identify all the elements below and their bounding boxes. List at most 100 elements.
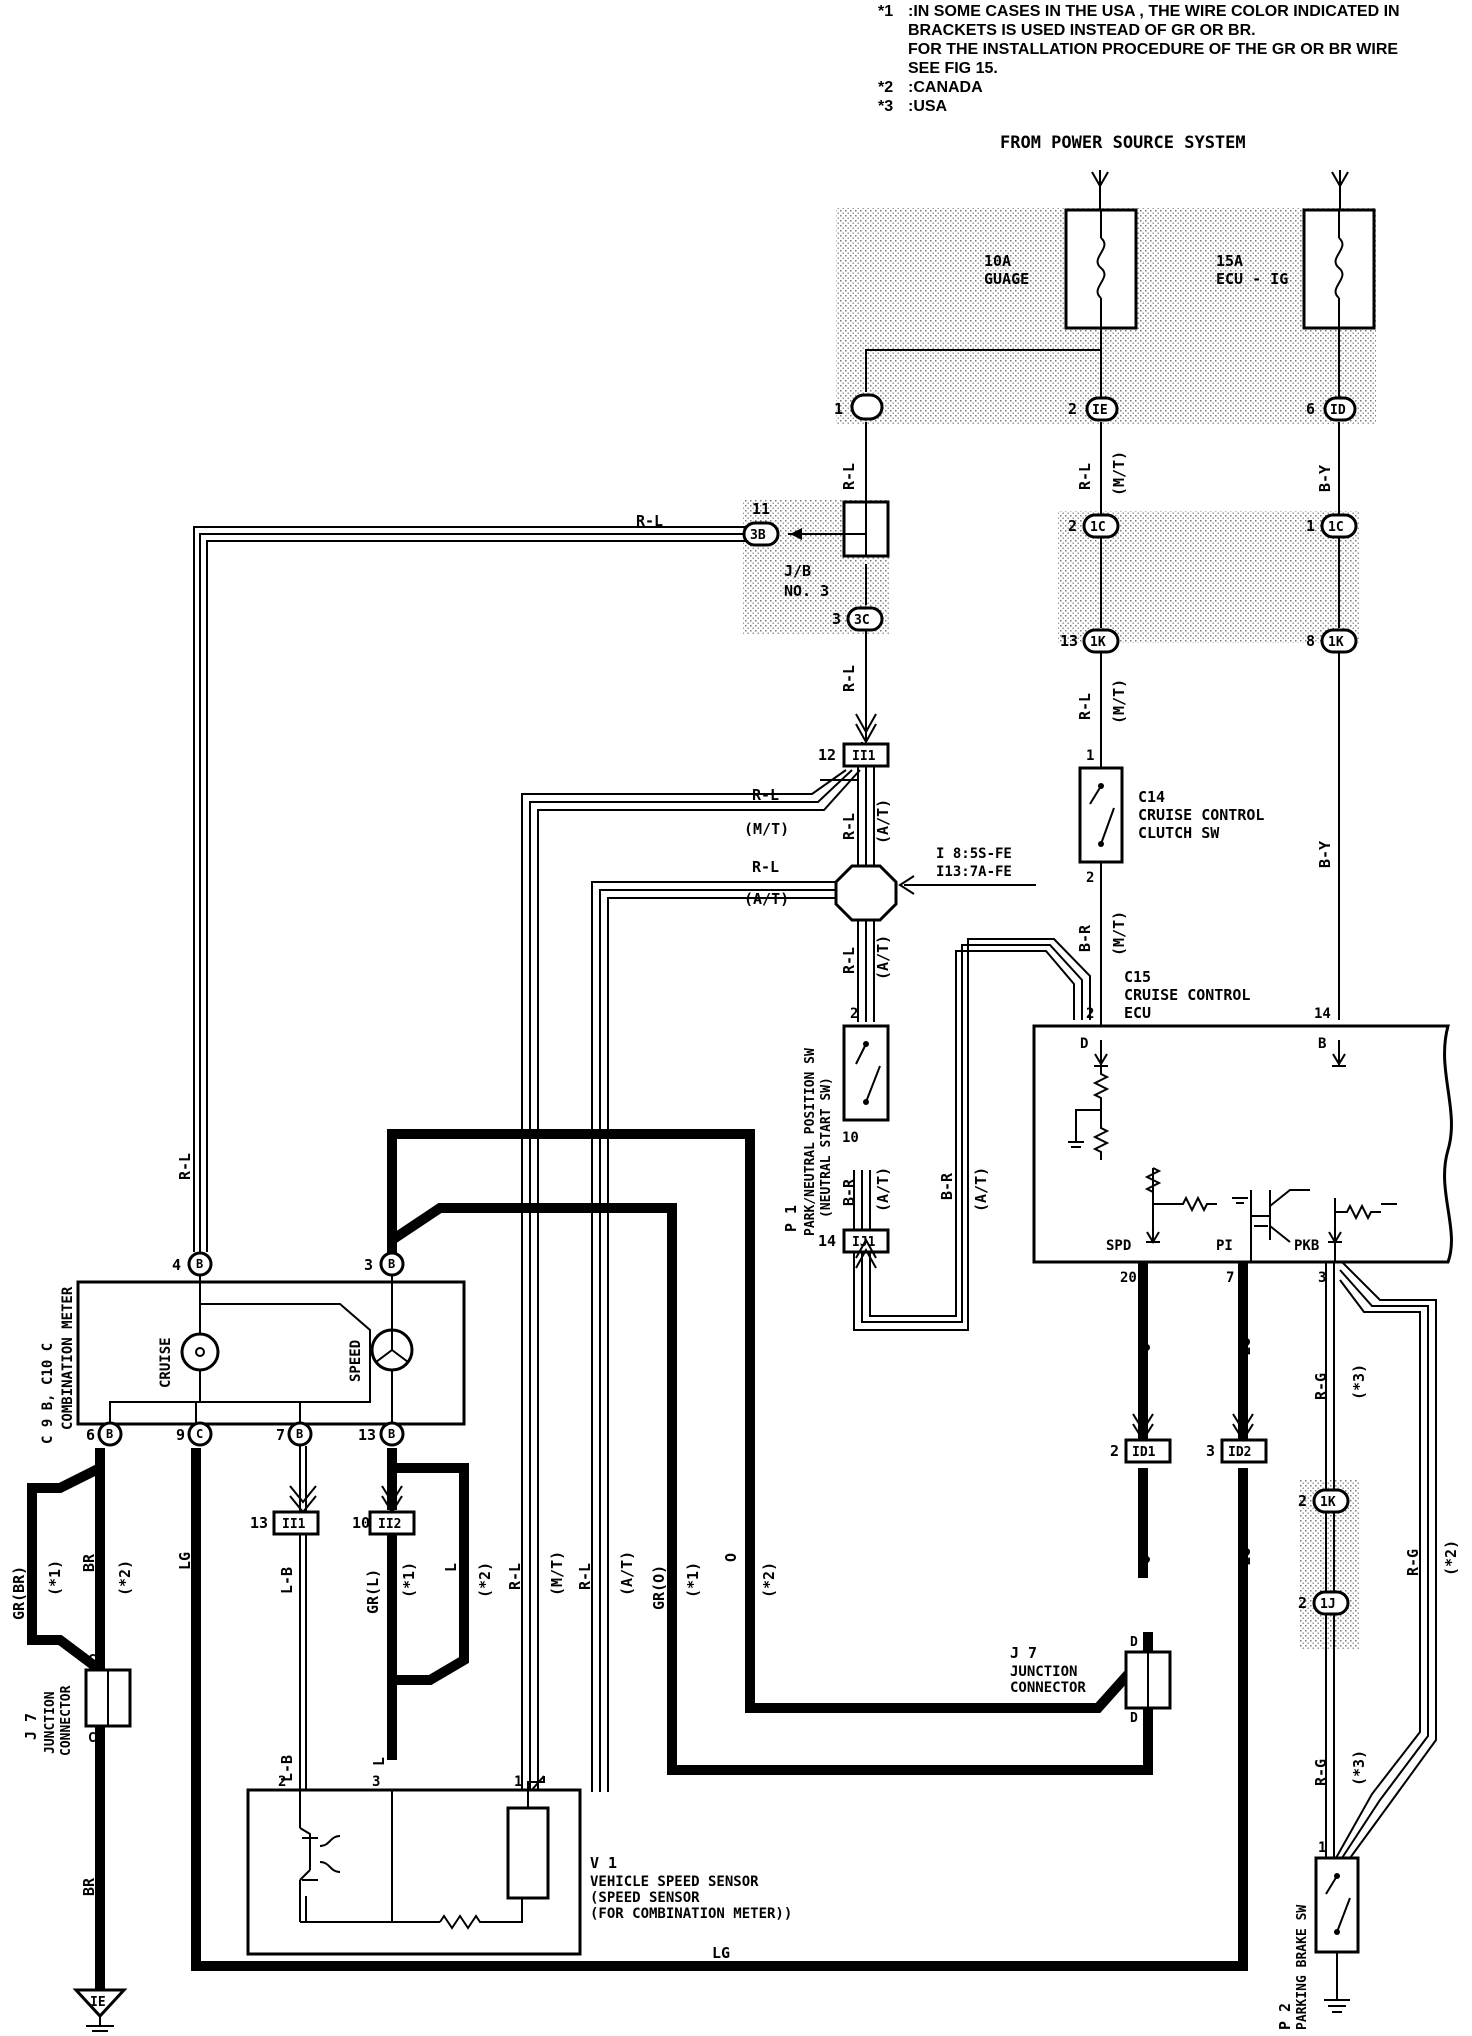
p1-id: P 1: [782, 1205, 800, 1232]
jb-line1: J/B: [784, 562, 811, 580]
ecu-b-num: 14: [1314, 1006, 1331, 1022]
m9-num: 9: [176, 1426, 185, 1444]
conn-id: [1323, 396, 1357, 422]
wire-lg-meter: LG: [176, 1552, 194, 1570]
pin-3c: 3: [832, 610, 841, 628]
ecu-pkb-num: 3: [1318, 1270, 1326, 1286]
p1-name2: (NEUTRAL START SW): [819, 1077, 834, 1218]
p1-pin2: 2: [850, 1006, 858, 1022]
wire-rg-3: R-G: [1312, 1759, 1330, 1786]
pin-1: 1: [834, 400, 843, 418]
v1-id: V 1: [590, 1854, 617, 1872]
conn-3b-label: 3B: [750, 528, 766, 543]
wire-star2-b: (*2): [476, 1562, 494, 1598]
m9-letter: C: [196, 1427, 203, 1441]
m6-letter: B: [106, 1427, 113, 1441]
wire-mt-v1: (M/T): [548, 1551, 566, 1596]
connector-numbers: 1 2 6 11 3 2 1 13 8 12 14 2 3 2 2 13 10: [250, 400, 1315, 1612]
c15-name1: CRUISE CONTROL: [1124, 986, 1250, 1004]
m13-letter: B: [388, 1427, 395, 1441]
conn-1j: [1312, 1590, 1350, 1616]
ground-label: IE: [90, 1995, 106, 2010]
note-3-text: :USA: [908, 98, 948, 115]
pin-id: 6: [1306, 400, 1315, 418]
c15-name2: ECU: [1124, 1004, 1151, 1022]
note-1-text: :IN SOME CASES IN THE USA , THE WIRE COL…: [908, 3, 1400, 39]
j7-left-name2: CONNECTOR: [59, 1685, 74, 1756]
junction-block-3: J/B NO. 3: [784, 500, 890, 600]
p1-park-neutral-switch: 2 10 P 1 PARK/NEUTRAL POSITION SW (NEUTR…: [782, 1006, 890, 1236]
wire-at-v1: (A/T): [618, 1551, 636, 1596]
c14-name2: CLUTCH SW: [1138, 824, 1220, 842]
wire-br-2: BR: [80, 1877, 98, 1896]
wire-rl-v1: R-L: [506, 1563, 524, 1590]
conn-1k-2: [1312, 1488, 1350, 1514]
wire-rl-top: R-L: [840, 463, 858, 490]
wire-o-v1: O: [722, 1553, 740, 1562]
v1-pin1: 1: [514, 1774, 522, 1790]
j7-left-name1: JUNCTION: [43, 1691, 58, 1754]
fuse-15a-ecu-ig: 15A ECU - IG: [1216, 208, 1376, 330]
jb-line2: NO. 3: [784, 582, 829, 600]
conn-1j-label: 1J: [1320, 1597, 1336, 1612]
m7-letter: B: [296, 1427, 303, 1441]
j7-right-name1: JUNCTION: [1010, 1664, 1077, 1680]
wire-rl-meter: R-L: [176, 1153, 194, 1180]
p1-pin10: 10: [842, 1130, 859, 1146]
pin-ie: 2: [1068, 400, 1077, 418]
note-1-key: *1: [878, 3, 894, 20]
wire-br-c14: B-R: [1076, 924, 1094, 952]
ecu-spd: SPD: [1106, 1238, 1131, 1254]
pin-id2: 3: [1206, 1442, 1215, 1460]
v1-pin3: 3: [372, 1774, 380, 1790]
ecu-spd-num: 20: [1120, 1270, 1137, 1286]
power-source-label: FROM POWER SOURCE SYSTEM: [1000, 133, 1246, 153]
splice-junction: I 8:5S-FE I13:7A-FE: [834, 846, 1036, 922]
wire-lg-1: LG: [1236, 1338, 1254, 1356]
wire-o-2: O: [1136, 1555, 1154, 1564]
power-arrows: [1091, 170, 1349, 210]
wire-star2-r: (*2): [1442, 1540, 1460, 1576]
pin-1k-b: 8: [1306, 632, 1315, 650]
wire-br-p1: B-R: [840, 1178, 858, 1206]
m13-num: 13: [358, 1426, 376, 1444]
v1-name1: VEHICLE SPEED SENSOR: [590, 1874, 759, 1890]
note-2-key: *2: [878, 79, 894, 96]
pin-ij1: 14: [818, 1232, 836, 1250]
wire-rg-1: R-G: [1312, 1373, 1330, 1400]
m6-num: 6: [86, 1426, 95, 1444]
meter-name: COMBINATION METER: [60, 1286, 76, 1430]
p1-name1: PARK/NEUTRAL POSITION SW: [803, 1048, 818, 1236]
j7d-top: D: [1130, 1635, 1138, 1650]
ecu-pi: PI: [1216, 1238, 1233, 1254]
pin-1k-a: 13: [1060, 632, 1078, 650]
p2-id: P 2: [1276, 2003, 1294, 2030]
conn-id1: [1124, 1438, 1172, 1464]
m3-letter: B: [388, 1257, 395, 1271]
ground-ie: IE: [72, 1988, 128, 2032]
wire-br-1: BR: [80, 1553, 98, 1572]
c14-id: C14: [1138, 788, 1165, 806]
wire-l-2: L: [370, 1757, 388, 1766]
j7-right-name2: CONNECTOR: [1010, 1680, 1086, 1696]
ecu-b: B: [1318, 1036, 1326, 1052]
cable-arrows: [289, 713, 1254, 1514]
conn-1c-b-label: 1C: [1328, 520, 1344, 535]
wire-br-ecu: B-R: [938, 1172, 956, 1200]
j7-junction-connector-left: C C J 7 JUNCTION CONNECTOR: [22, 1653, 132, 1756]
meter-id: C 9 B, C10 C: [40, 1343, 56, 1444]
v1-name2: (SPEED SENSOR: [590, 1890, 700, 1906]
v1-pin2: 2: [278, 1774, 286, 1790]
splice-i13: I13:7A-FE: [936, 864, 1012, 880]
pin-1j: 2: [1298, 1594, 1307, 1612]
wire-lb-2: L-B: [278, 1755, 296, 1782]
conn-id1-label: ID1: [1132, 1445, 1156, 1460]
wire-rl-v1b: R-L: [576, 1563, 594, 1590]
wire-star1-c: (*1): [684, 1562, 702, 1598]
conn-3b: [742, 521, 780, 547]
ecu-d: D: [1080, 1036, 1088, 1052]
pin-1c-a: 2: [1068, 517, 1077, 535]
pin-ii1: 12: [818, 746, 836, 764]
wire-mt-3: (M/T): [744, 820, 789, 838]
